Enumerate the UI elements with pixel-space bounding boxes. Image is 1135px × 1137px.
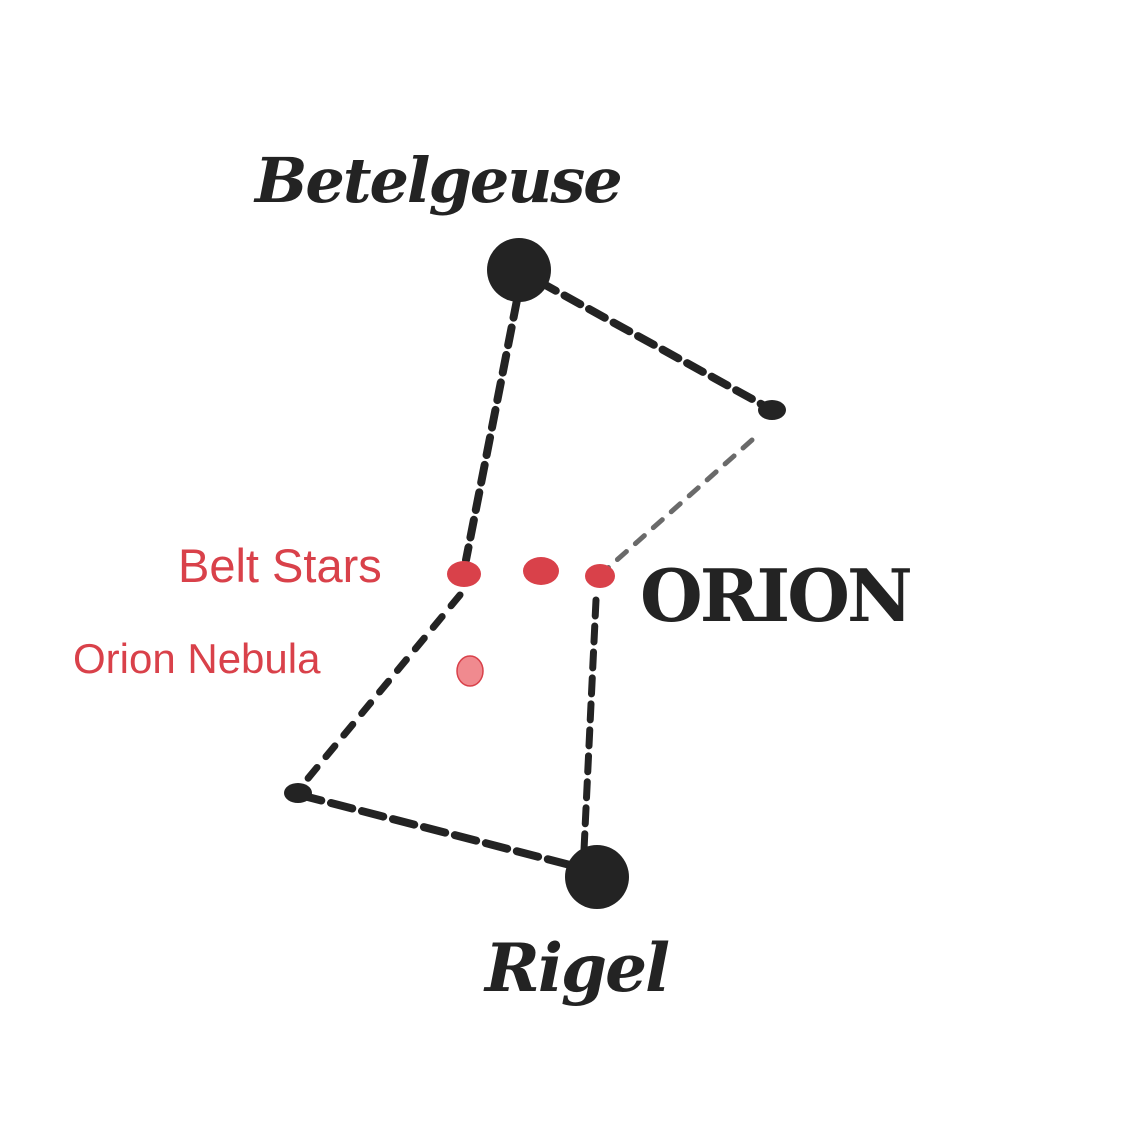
line-knee-to-rigel (296, 791, 574, 869)
star-shoulder (758, 400, 786, 420)
line-shoulder-to-belt (597, 437, 755, 578)
label-rigel: Rigel (485, 929, 670, 1007)
label-belt-stars: Belt Stars (178, 539, 382, 592)
line-belt-to-rigel (580, 596, 600, 854)
belt-star-3 (585, 564, 615, 588)
belt-star-1 (447, 561, 481, 587)
line-betelgeuse-to-shoulder (536, 278, 776, 414)
star-rigel (565, 845, 629, 909)
label-betelgeuse: Betelgeuse (255, 144, 623, 217)
line-betelgeuse-to-belt (462, 296, 521, 564)
line-belt-to-knee (296, 591, 464, 792)
star-knee (284, 783, 312, 803)
label-orion-nebula: Orion Nebula (73, 635, 321, 682)
star-betelgeuse (487, 238, 551, 302)
label-orion: ORION (640, 553, 913, 638)
orion-nebula-marker (456, 655, 484, 687)
belt-star-2 (523, 557, 559, 585)
